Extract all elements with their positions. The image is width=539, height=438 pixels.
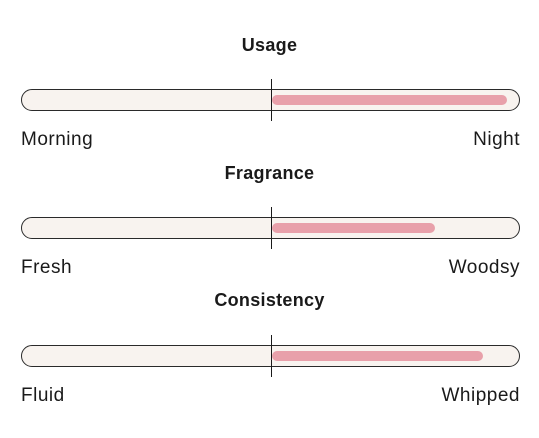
scale-right-label: Woodsy	[448, 257, 520, 278]
scale-right-label: Whipped	[441, 385, 520, 406]
scale-track	[21, 89, 520, 111]
scale-left-label: Morning	[21, 129, 94, 150]
scale-fill	[272, 95, 507, 105]
scale-midpoint-marker	[271, 335, 272, 377]
scale-right-label: Night	[473, 129, 520, 150]
scale-title: Usage	[241, 35, 298, 55]
scale-midpoint-marker	[271, 207, 272, 249]
scale-left-label: Fluid	[21, 385, 65, 406]
scale-midpoint-marker	[271, 79, 272, 121]
scale-title: Consistency	[214, 290, 325, 310]
scale-fill	[272, 351, 483, 361]
scale-track	[21, 345, 520, 367]
scale-fill	[272, 223, 435, 233]
scale-track	[21, 217, 520, 239]
scale-left-label: Fresh	[21, 257, 73, 278]
scale-title: Fragrance	[224, 163, 315, 183]
